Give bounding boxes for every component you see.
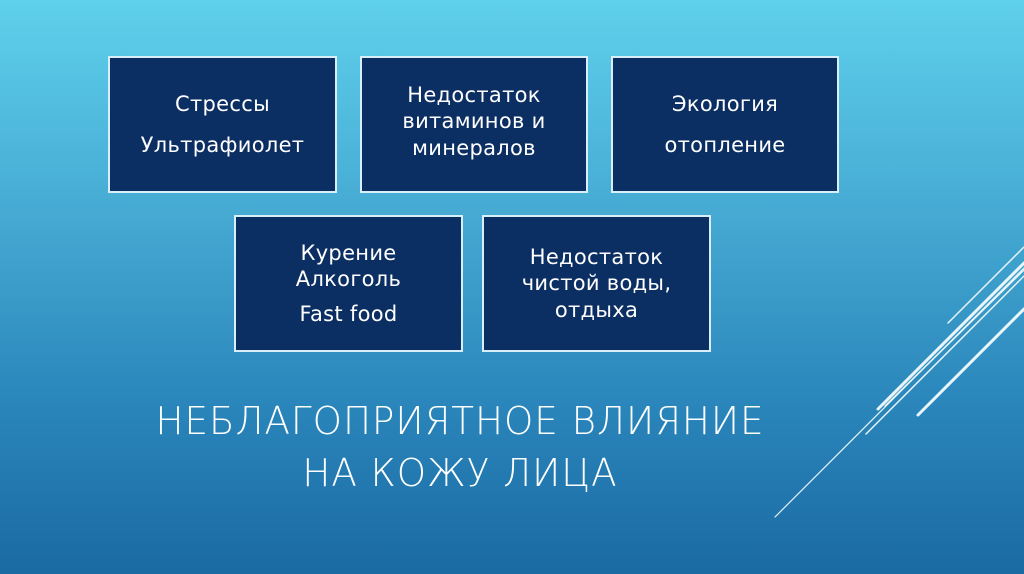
box-line: Fast food bbox=[299, 301, 398, 326]
factor-box-water-rest: Недостаток чистой воды, отдыха bbox=[482, 215, 711, 352]
box-line: Стрессы bbox=[175, 92, 270, 117]
title-line-2: НА КОЖУ ЛИЦА bbox=[302, 451, 618, 495]
slide-title: НЕБЛАГОПРИЯТНОЕ ВЛИЯНИЕ НА КОЖУ ЛИЦА bbox=[88, 395, 833, 499]
box-line: отопление bbox=[664, 132, 786, 157]
box-line: Недостаток bbox=[529, 245, 664, 270]
box-line: минералов bbox=[412, 135, 536, 160]
title-line-1: НЕБЛАГОПРИЯТНОЕ ВЛИЯНИЕ bbox=[155, 399, 765, 443]
factor-box-smoking-alcohol: Курение Алкоголь Fast food bbox=[234, 215, 463, 352]
box-line: Экология bbox=[671, 92, 779, 117]
box-line: Алкоголь bbox=[295, 267, 402, 292]
factor-box-stress-uv: Стрессы Ультрафиолет bbox=[108, 56, 337, 193]
box-line: витаминов и bbox=[402, 109, 546, 134]
box-line: Курение bbox=[300, 241, 397, 266]
factor-box-vitamins: Недостаток витаминов и минералов bbox=[360, 56, 588, 193]
box-line: Ультрафиолет bbox=[140, 132, 305, 157]
box-line: чистой воды, bbox=[521, 271, 672, 296]
box-line: отдыха bbox=[554, 297, 639, 322]
box-line: Недостаток bbox=[407, 83, 541, 107]
factor-box-ecology: Экология отопление bbox=[611, 56, 839, 193]
